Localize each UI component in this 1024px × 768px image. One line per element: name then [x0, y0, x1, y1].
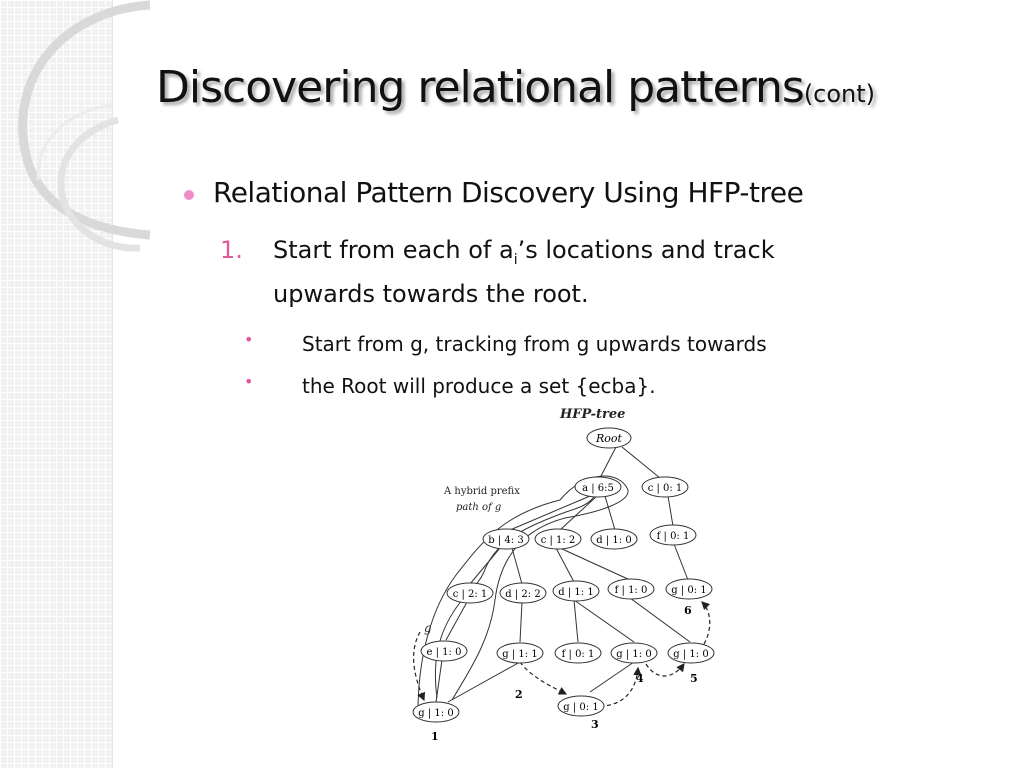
numbered-item-line-2: upwards towards the root. — [273, 280, 589, 308]
svg-text:g | 1: 0: g | 1: 0 — [673, 649, 708, 660]
svg-text:g | 0: 1: g | 0: 1 — [563, 702, 598, 713]
step-label: 3 — [591, 718, 599, 731]
svg-text:f | 0: 1: f | 0: 1 — [657, 531, 690, 542]
tree-node: f | 0: 1 — [649, 524, 697, 546]
tree-node: g | 1: 0 — [412, 701, 460, 723]
tree-node: f | 1: 0 — [607, 578, 655, 600]
tree-node-root: Root — [586, 427, 632, 449]
numbered-item-line-1: Start from each of ai’s locations and tr… — [273, 236, 775, 268]
line1-post: ’s locations and track — [517, 236, 775, 264]
svg-text:g | 1: 1: g | 1: 1 — [502, 649, 537, 660]
tree-node: d | 1: 1 — [552, 580, 600, 602]
sub-bullet-text: Start from g, tracking from g upwards to… — [302, 332, 767, 356]
sub-bullet-dot-icon: • — [244, 330, 254, 349]
tree-node: d | 1: 0 — [590, 528, 638, 550]
slide-title-text: Discovering relational patterns — [156, 62, 805, 113]
tree-node: a | 6:5 — [574, 476, 622, 498]
bullet-dot-icon — [184, 190, 194, 200]
svg-text:b | 4: 3: b | 4: 3 — [488, 535, 523, 546]
tree-node: b | 4: 3 — [482, 528, 530, 550]
svg-text:c | 0: 1: c | 0: 1 — [648, 483, 683, 494]
svg-text:d | 1: 1: d | 1: 1 — [558, 587, 593, 598]
step-label: 1 — [431, 730, 439, 743]
svg-text:a | 6:5: a | 6:5 — [582, 483, 614, 494]
slide-title-suffix: (cont) — [803, 80, 876, 108]
sub-bullet-dot-icon: • — [244, 372, 254, 391]
svg-text:g | 1: 0: g | 1: 0 — [616, 649, 651, 660]
figure-caption: HFP-tree — [559, 407, 625, 422]
main-bullet-text: Relational Pattern Discovery Using HFP-t… — [213, 176, 804, 209]
tree-node: g | 1: 1 — [496, 642, 544, 664]
svg-text:g | 1: 0: g | 1: 0 — [418, 708, 453, 719]
svg-text:f | 0: 1: f | 0: 1 — [562, 649, 595, 660]
line1-subscript: i — [513, 251, 518, 268]
decorative-swirl — [18, 0, 151, 252]
tree-edges — [435, 446, 691, 703]
svg-text:Root: Root — [595, 432, 623, 445]
hybrid-prefix-path — [417, 475, 629, 713]
tree-node: g | 1: 0 — [610, 642, 658, 664]
tree-node: c | 0: 1 — [641, 476, 689, 498]
tree-node: e | 1: 0 — [420, 640, 468, 662]
svg-text:d | 2: 2: d | 2: 2 — [505, 589, 540, 600]
svg-text:c | 2: 1: c | 2: 1 — [453, 589, 488, 600]
tree-node: g | 1: 0 — [667, 642, 715, 664]
hfp-tree-figure: HFP-tree A hybrid prefix path of g g — [404, 400, 734, 750]
step-label: 4 — [636, 672, 644, 685]
tree-node: c | 2: 1 — [446, 582, 494, 604]
svg-text:e | 1: 0: e | 1: 0 — [427, 647, 462, 658]
slide-title: Discovering relational patterns(cont) — [156, 62, 875, 113]
step-label: 2 — [515, 688, 523, 701]
annotation-line-1: A hybrid prefix — [443, 486, 520, 497]
svg-text:c | 1: 2: c | 1: 2 — [541, 535, 576, 546]
item-number: 1. — [220, 236, 243, 264]
svg-text:d | 1: 0: d | 1: 0 — [596, 535, 631, 546]
svg-text:f | 1: 0: f | 1: 0 — [615, 585, 648, 596]
traversal-arrows — [413, 601, 711, 707]
tree-node: c | 1: 2 — [534, 528, 582, 550]
hfp-tree-diagram: HFP-tree A hybrid prefix path of g g — [412, 407, 715, 743]
sub-bullet-text: the Root will produce a set {ecba}. — [302, 374, 656, 398]
line1-pre: Start from each of a — [273, 236, 514, 264]
side-label: g — [424, 621, 432, 635]
tree-node: f | 0: 1 — [554, 642, 602, 664]
tree-node: g | 0: 1 — [557, 695, 605, 717]
tree-node: g | 0: 1 — [665, 578, 713, 600]
tree-node: d | 2: 2 — [499, 582, 547, 604]
svg-text:g | 0: 1: g | 0: 1 — [671, 585, 706, 596]
annotation-line-2: path of g — [456, 502, 501, 513]
step-label: 5 — [690, 672, 698, 685]
step-label: 6 — [684, 604, 692, 617]
